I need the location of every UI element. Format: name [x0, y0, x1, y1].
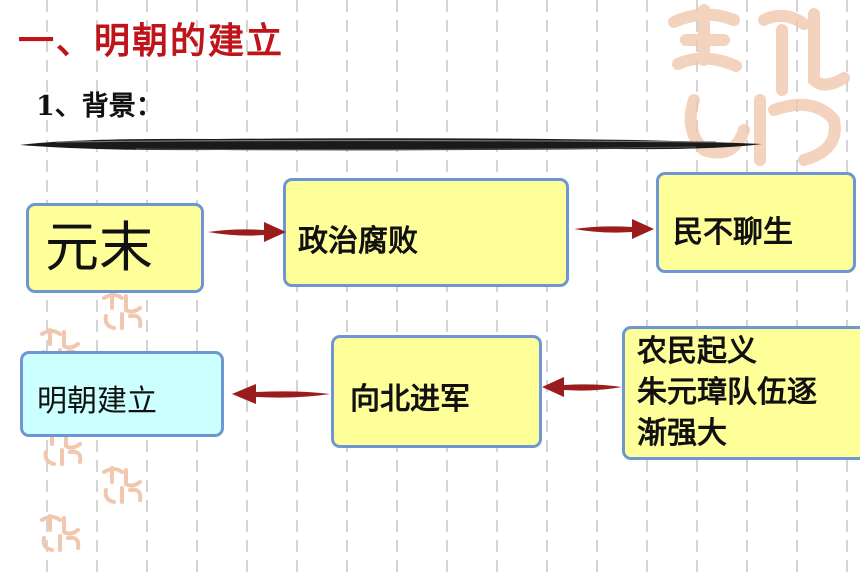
node-people-suffering: 民不聊生 — [656, 172, 856, 273]
node-peasant-uprising-line-3: 渐强大 — [637, 416, 727, 451]
node-march-north: 向北进军 — [331, 335, 542, 448]
node-political-corruption: 政治腐败 — [283, 178, 569, 287]
brush-stroke-divider — [20, 138, 762, 151]
arrow-left-icon — [542, 377, 622, 397]
node-people-suffering-label: 民不聊生 — [673, 215, 793, 250]
auspicious-seal-watermark-icon — [668, 4, 850, 166]
node-peasant-uprising-line-2: 朱元璋队伍逐 — [637, 375, 817, 410]
arrow-right-icon — [574, 219, 654, 239]
seal-decoration-icon — [102, 466, 143, 504]
node-peasant-uprising-line-1: 农民起义 — [637, 334, 757, 369]
page-title: 一、明朝的建立 — [18, 20, 285, 62]
node-peasant-uprising: 农民起义 朱元璋队伍逐 渐强大 — [622, 326, 860, 460]
node-political-corruption-label: 政治腐败 — [298, 224, 418, 259]
node-ming-founding-label: 明朝建立 — [37, 384, 157, 419]
seal-decoration-icon — [102, 292, 143, 330]
arrow-left-icon — [232, 384, 330, 404]
arrow-right-icon — [208, 222, 286, 242]
seal-decoration-icon — [40, 514, 81, 552]
section-subtitle: 1、背景： — [36, 91, 163, 122]
node-yuanmo: 元末 — [26, 203, 204, 293]
node-yuanmo-label: 元末 — [45, 216, 153, 279]
node-ming-founding: 明朝建立 — [20, 351, 224, 437]
node-march-north-label: 向北进军 — [350, 382, 470, 417]
